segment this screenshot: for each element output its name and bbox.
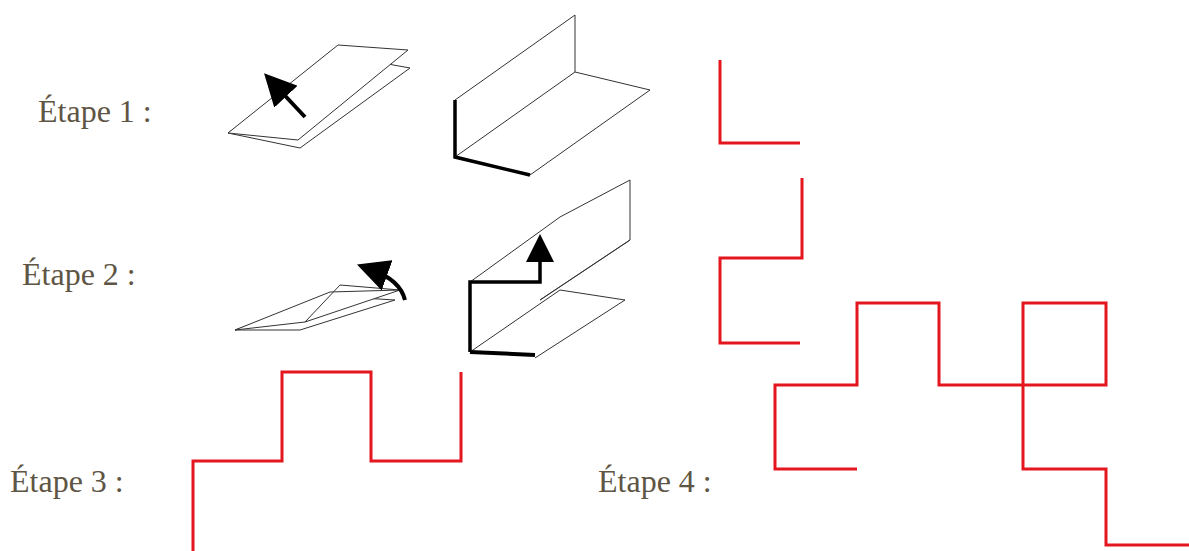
step-label: Étape 3 : (10, 465, 124, 497)
fold-profile (455, 100, 530, 175)
paper-sketch (455, 15, 650, 175)
dragon-curve (193, 60, 1189, 551)
step-label: Étape 2 : (22, 258, 136, 290)
fold-profile (470, 352, 535, 355)
paper-sketch (235, 285, 400, 330)
step-label: Étape 1 : (38, 95, 152, 127)
fold-arrow (275, 85, 305, 117)
fold-profile (470, 248, 540, 352)
fold-arrow (372, 270, 405, 300)
step-label: Étape 4 : (598, 465, 712, 497)
paper-sketch (470, 180, 630, 358)
paper-sketch (228, 45, 410, 148)
